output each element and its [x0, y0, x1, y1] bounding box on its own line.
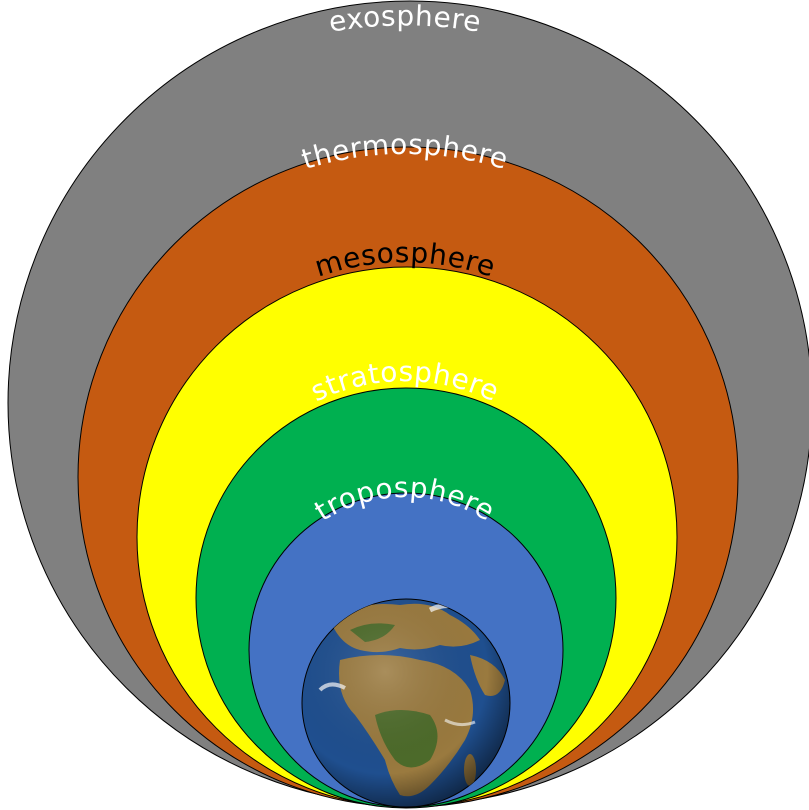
earth-globe	[302, 599, 510, 807]
